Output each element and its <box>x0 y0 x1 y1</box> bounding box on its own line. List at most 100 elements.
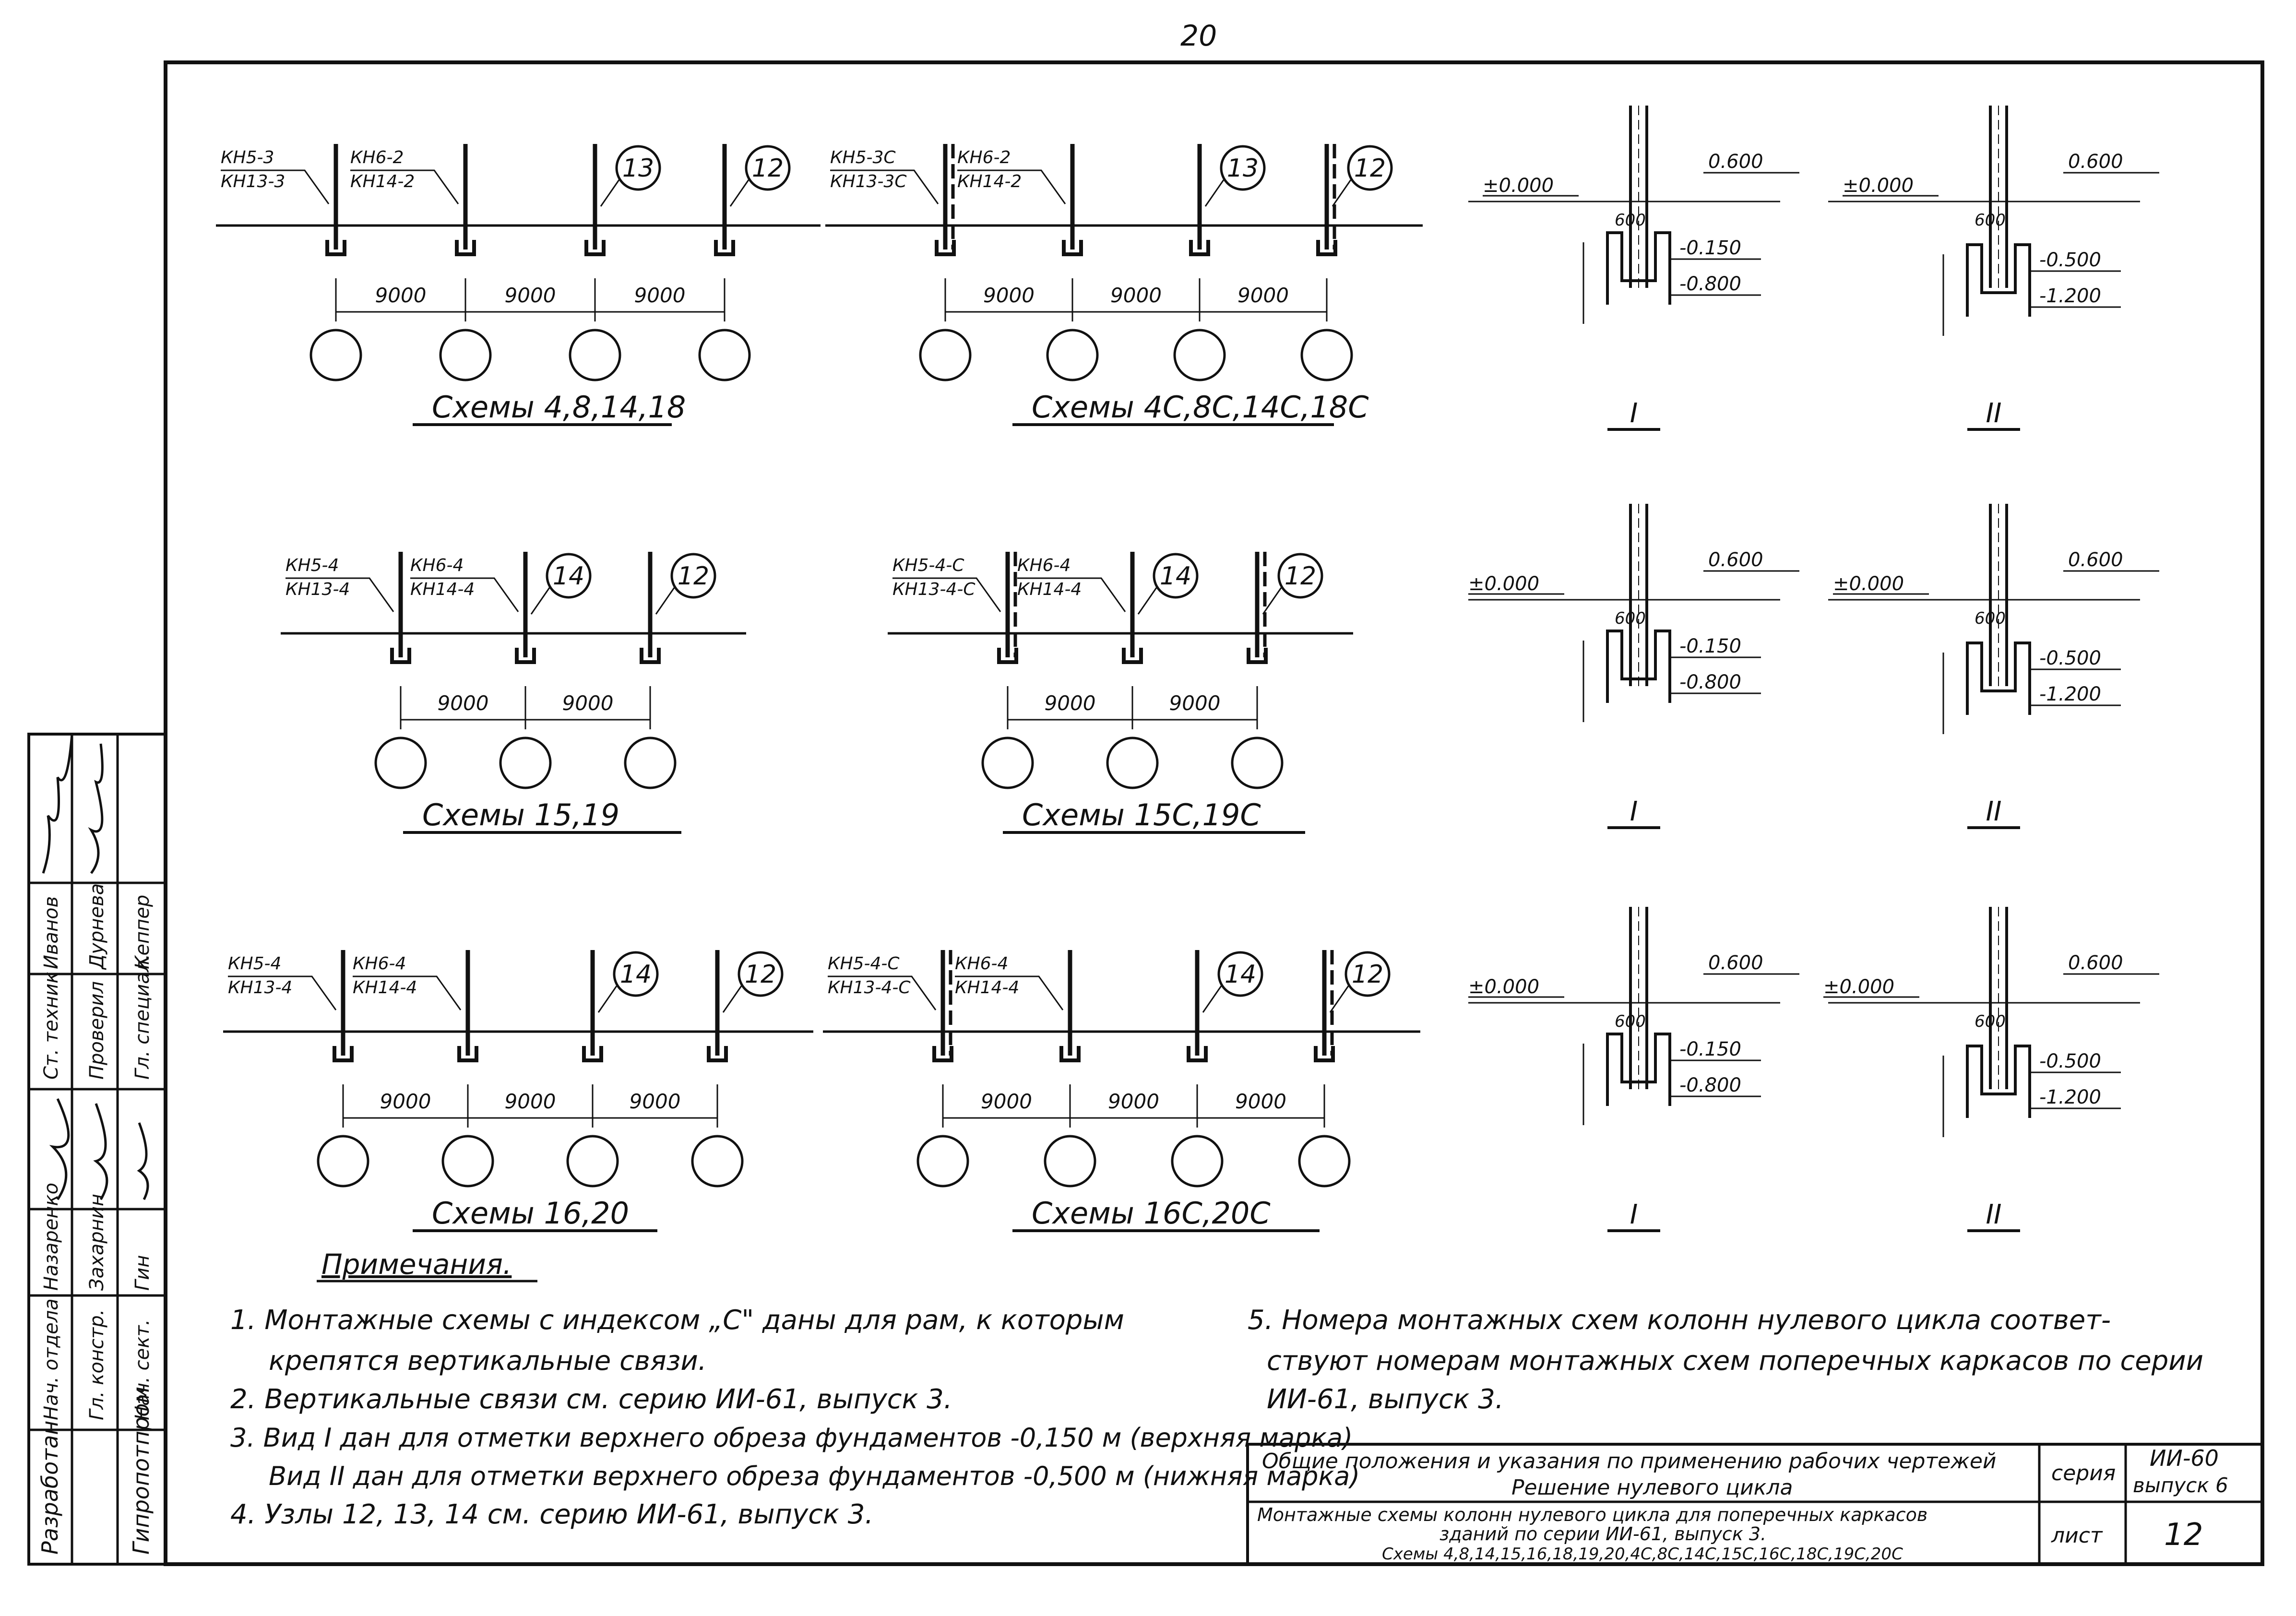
mark-label-top: КН6-4 <box>410 556 464 575</box>
desc-line-2: зданий по серии ИИ-61, выпуск 3. <box>1439 1523 1766 1545</box>
socket-mark <box>935 240 956 256</box>
mark-label-top: КН5-3С <box>830 148 896 167</box>
mid-mark: -0.500 <box>2039 1050 2101 1072</box>
notes: Примечания. 1. Монтажные схемы с индексо… <box>230 1248 2203 1530</box>
foundation-circle <box>1046 329 1099 381</box>
note-line-6: 4. Узлы 12, 13, 14 см. серию ИИ-61, выпу… <box>230 1499 873 1530</box>
mid-mark: -0.150 <box>1679 635 1741 657</box>
low-mark: -1.200 <box>2039 683 2101 705</box>
stamp-name-6: Дурнева <box>86 883 108 970</box>
span-dimension: 9000 <box>1235 1090 1286 1113</box>
foundation-circle <box>441 1135 494 1188</box>
depth-dimension: 600 <box>1975 211 2006 230</box>
stamp-org-2: Гипропотпром <box>128 1387 154 1555</box>
node-number: 12 <box>1352 960 1383 989</box>
mid-mark: -0.500 <box>2039 647 2101 669</box>
socket-foundation <box>1966 1045 2031 1118</box>
node-leader <box>1262 587 1282 615</box>
mark-label-bottom: КН13-3С <box>830 172 907 191</box>
depth-dimension: 600 <box>1975 609 2006 628</box>
mark-label-bottom: КН14-4 <box>410 580 475 599</box>
node-leader <box>1332 179 1352 207</box>
stamp-name-1: Назаренко <box>40 1183 62 1291</box>
span-dimension: 9000 <box>562 691 614 715</box>
scheme-caption: Схемы 15,19 <box>422 797 619 832</box>
node-leader <box>1137 587 1157 615</box>
leader-line <box>957 169 1066 204</box>
foundation-circle <box>374 737 427 789</box>
mid-mark: -0.150 <box>1679 1038 1741 1060</box>
span-dimension: 9000 <box>1110 284 1162 307</box>
span-dimension: 9000 <box>375 284 427 307</box>
node-callout-circle <box>1347 145 1393 191</box>
socket-mark <box>457 1046 478 1062</box>
note-line-4: 3. Вид I дан для отметки верхнего обреза… <box>230 1423 1353 1453</box>
view-label: II <box>1986 398 2001 429</box>
low-mark: -1.200 <box>2039 1086 2101 1108</box>
mid-mark: -0.150 <box>1679 237 1741 259</box>
low-mark: -0.800 <box>1679 273 1741 295</box>
mark-label-bottom: КН14-4 <box>353 978 417 998</box>
socket-mark <box>707 1046 728 1062</box>
low-mark: -1.200 <box>2039 285 2101 307</box>
signature-3 <box>49 1098 70 1200</box>
mid-mark: -0.500 <box>2039 249 2101 271</box>
mark-label-top: КН5-4 <box>228 954 281 974</box>
scheme-caption: Схемы 16,20 <box>432 1196 629 1231</box>
scheme-caption: Схемы 15С,19С <box>1022 797 1261 832</box>
top-mark: 0.600 <box>1708 151 1763 173</box>
mark-label-bottom: КН13-4-С <box>828 978 911 998</box>
scheme-caption: Схемы 4С,8С,14С,18С <box>1032 390 1369 425</box>
signature-1 <box>42 734 73 874</box>
zero-level: ±0.000 <box>1468 573 1539 595</box>
span-dimension: 9000 <box>505 284 556 307</box>
node-callout-circle <box>546 553 592 599</box>
socket-foundation <box>1606 1033 1671 1106</box>
node-number: 12 <box>752 154 784 183</box>
leader-line <box>410 577 519 612</box>
node-callout-circle <box>615 145 661 191</box>
foundation-circle <box>1044 1135 1096 1188</box>
foundation-circle <box>698 329 751 381</box>
note5-line-2: ствуют номерам монтажных схем поперечных… <box>1267 1345 2203 1377</box>
mark-label-top: КН6-4 <box>955 954 1008 974</box>
node-leader <box>1329 986 1349 1013</box>
foundation-circle <box>569 329 621 381</box>
span-dimension: 9000 <box>438 691 489 715</box>
stamp-name-5: Кеппер <box>131 895 154 969</box>
series-label: серия <box>2051 1461 2116 1485</box>
node-callout-circle <box>1220 145 1266 191</box>
section-views-layer: ±0.0006000.600-0.150-0.800I±0.0006000.60… <box>1468 106 2159 1232</box>
foundation-circle <box>1171 1135 1224 1188</box>
node-number: 14 <box>620 960 652 989</box>
top-mark: 0.600 <box>1708 952 1763 974</box>
foundation-circle <box>691 1135 744 1188</box>
socket-mark <box>1122 648 1143 664</box>
node-leader <box>1202 986 1222 1013</box>
top-mark: 0.600 <box>2068 952 2123 974</box>
socket-mark <box>515 648 536 664</box>
top-mark: 0.600 <box>1708 549 1763 571</box>
low-mark: -0.800 <box>1679 1074 1741 1096</box>
socket-mark <box>1187 1046 1208 1062</box>
stamp-role-4: Нач. сект. <box>131 1319 154 1420</box>
leader-line <box>228 975 337 1010</box>
socket-mark <box>932 1046 953 1062</box>
foundation-circle <box>1231 737 1284 789</box>
leader-line <box>892 577 1001 612</box>
mark-label-top: КН5-3 <box>221 148 274 167</box>
depth-dimension: 600 <box>1615 1012 1646 1031</box>
socket-mark <box>1247 648 1268 664</box>
zero-level: ±0.000 <box>1483 175 1554 197</box>
node-number: 13 <box>622 154 654 183</box>
leader-line <box>1017 577 1126 612</box>
stamp-role-1: Нач. отдела <box>40 1298 62 1420</box>
